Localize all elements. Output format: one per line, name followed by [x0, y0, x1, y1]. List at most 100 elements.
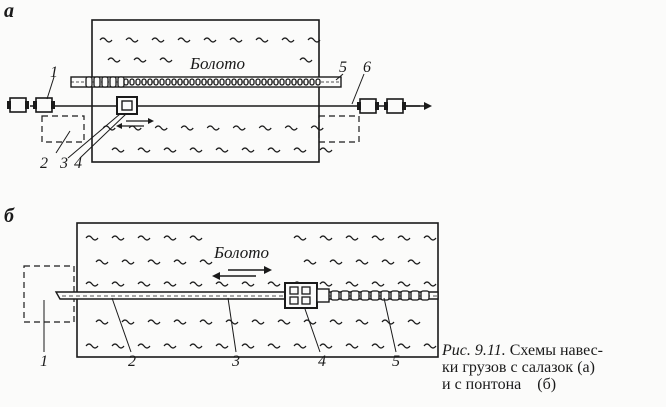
tilde-mark-icon — [307, 37, 321, 43]
weight-block — [85, 76, 93, 88]
weight-block — [109, 76, 117, 88]
tilde-mark-icon — [241, 343, 255, 349]
tilde-mark-icon — [173, 319, 187, 325]
callout-b-3: 3 — [231, 353, 240, 370]
pontoon-b — [284, 282, 330, 309]
weight-block — [273, 78, 279, 86]
leader-lines-b — [43, 297, 397, 353]
tilde-mark-icon — [111, 147, 125, 153]
weight-block — [135, 78, 141, 86]
tilde-mark-icon — [121, 259, 135, 265]
tilde-mark-icon — [281, 37, 295, 43]
tilde-mark-icon — [371, 281, 385, 287]
diagram-a: а Болото — [4, 0, 432, 172]
weight-block — [225, 78, 231, 86]
tilde-mark-icon — [111, 281, 125, 287]
callout-a-2: 2 — [40, 155, 48, 172]
weight-block — [350, 290, 360, 301]
weight-block — [390, 290, 400, 301]
tilde-mark-icon — [345, 343, 359, 349]
tilde-mark-icon — [423, 235, 437, 241]
weight-block — [261, 78, 267, 86]
tilde-mark-icon — [267, 343, 281, 349]
tilde-mark-icon — [310, 125, 324, 131]
tilde-mark-icon — [95, 319, 109, 325]
tilde-mark-icon — [251, 319, 265, 325]
weight-block — [129, 78, 135, 86]
tilde-mark-icon — [293, 343, 307, 349]
tilde-mark-icon — [85, 343, 99, 349]
weight-block — [171, 78, 177, 86]
tilde-mark-icon — [267, 281, 281, 287]
sled-a — [116, 96, 138, 115]
tilde-mark-icon — [277, 319, 291, 325]
tilde-mark-icon — [173, 259, 187, 265]
tilde-mark-icon — [154, 125, 168, 131]
callout-b-5: 5 — [392, 353, 400, 370]
weight-block — [147, 78, 153, 86]
weight-block — [380, 290, 390, 301]
tilde-mark-icon — [111, 235, 125, 241]
tilde-mark-icon — [125, 37, 139, 43]
weight-block — [410, 290, 420, 301]
tilde-mark-icon — [159, 57, 173, 63]
tilde-mark-icon — [381, 259, 395, 265]
tilde-mark-icon — [284, 125, 298, 131]
weight-block — [101, 76, 109, 88]
tilde-mark-icon — [267, 147, 281, 153]
weight-chain-a — [85, 76, 321, 88]
tilde-mark-icon — [137, 147, 151, 153]
tilde-mark-icon — [423, 343, 437, 349]
callout-a-6: 6 — [363, 59, 371, 76]
callout-a-4: 4 — [74, 155, 82, 172]
tilde-mark-icon — [111, 343, 125, 349]
tilde-mark-icon — [147, 259, 161, 265]
weight-block — [330, 290, 340, 301]
weight-block — [159, 78, 165, 86]
tilde-mark-icon — [133, 57, 147, 63]
tilde-mark-icon — [407, 319, 421, 325]
callout-b-4: 4 — [318, 353, 326, 370]
swamp-texture-b — [85, 235, 437, 349]
tilde-mark-icon — [85, 281, 99, 287]
tilde-mark-icon — [371, 343, 385, 349]
tilde-mark-icon — [303, 259, 317, 265]
leader-lines-a — [46, 73, 365, 159]
tilde-mark-icon — [345, 235, 359, 241]
tilde-mark-icon — [121, 319, 135, 325]
weight-block — [400, 290, 410, 301]
weight-block — [267, 78, 273, 86]
weight-block — [420, 290, 430, 301]
swamp-label-a: Болото — [189, 54, 245, 73]
weight-block — [207, 78, 213, 86]
tilde-mark-icon — [189, 147, 203, 153]
right-tractor-a — [357, 98, 406, 114]
weight-block — [279, 78, 285, 86]
weight-block — [231, 78, 237, 86]
tilde-mark-icon — [371, 235, 385, 241]
tilde-mark-icon — [397, 235, 411, 241]
tilde-mark-icon — [299, 57, 313, 63]
arrow-left-right-icon-b — [212, 266, 272, 280]
weight-block — [297, 78, 303, 86]
weight-block — [141, 78, 147, 86]
tilde-mark-icon — [189, 235, 203, 241]
weight-block — [237, 78, 243, 86]
tilde-mark-icon — [177, 37, 191, 43]
panel-label-a: а — [4, 0, 14, 22]
tilde-mark-icon — [85, 235, 99, 241]
weight-block — [153, 78, 159, 86]
arrow-right-icon — [406, 102, 432, 110]
tilde-mark-icon — [355, 319, 369, 325]
weight-block — [255, 78, 261, 86]
tilde-mark-icon — [329, 259, 343, 265]
tilde-mark-icon — [206, 125, 220, 131]
dashed-box-left-b — [23, 265, 75, 323]
tilde-mark-icon — [107, 57, 121, 63]
swamp-area-a — [91, 19, 320, 163]
tilde-mark-icon — [319, 281, 333, 287]
weight-block — [285, 78, 291, 86]
dashed-box-right-a — [318, 115, 360, 143]
tilde-mark-icon — [241, 281, 255, 287]
